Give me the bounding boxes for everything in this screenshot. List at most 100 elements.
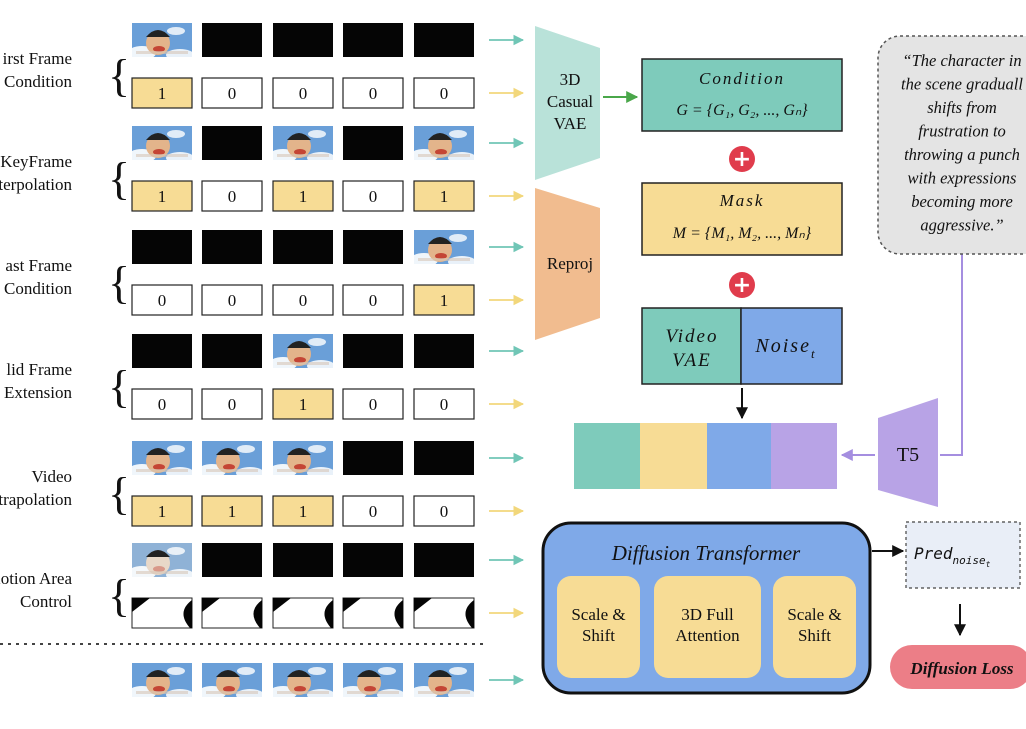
mask-cell-zero: 0 [342,284,404,316]
video-frame-thumbnail [128,543,194,581]
black-frame [273,23,333,57]
mask-value: 0 [440,84,449,103]
reproj-trapezoid [535,188,600,340]
mask-value: 0 [369,187,378,206]
video-frame-thumbnail [128,441,194,479]
black-frame [202,334,262,368]
prompt-line: shifts from [927,98,997,117]
brace-symbol: { [108,50,130,101]
output-frames [128,663,525,701]
video-frame-thumbnail [410,126,476,164]
prompt-line: with expressions [908,169,1017,188]
row-label-line: lotion Area [0,569,72,588]
condition-rect [641,58,843,132]
black-frame [343,334,403,368]
prompt-line: “The character in [902,51,1021,70]
t5-label: T5 [897,444,919,466]
row-label-line: terpolation [0,175,72,194]
prompt-line: the scene graduall [901,75,1023,94]
video-frame-thumbnail [269,663,335,701]
mask-cell-zero: 0 [272,77,334,109]
mask-cell-one: 1 [272,495,334,527]
transformer-block: Scale &Shift [773,576,856,678]
pred-box: Prednoiset [905,521,1021,589]
mask-cell-one: 1 [131,180,193,212]
vae-encoder: 3D Casual VAE [535,26,600,180]
row-label-line: Condition [4,279,73,298]
black-frame [343,126,403,160]
token-purple [771,423,837,489]
mask-cell-one: 1 [201,495,263,527]
vae-trapezoid [535,26,600,180]
mask-cell-zero: 0 [342,388,404,420]
mask-value: 0 [228,395,237,414]
mask-cell-one: 1 [413,284,475,316]
brace-symbol: { [108,361,130,412]
mask-value: 0 [299,84,308,103]
video-frame-thumbnail [128,663,194,701]
mask-value: 0 [228,187,237,206]
mask-value: 0 [158,395,167,414]
token-teal [574,423,640,489]
brace-symbol: { [108,257,130,308]
black-frame [132,230,192,264]
token-bar [574,423,837,489]
row-label-line: irst Frame [3,49,72,68]
mask-rect [641,182,843,256]
black-frame [414,543,474,577]
black-frame [202,23,262,57]
mask-value: 0 [228,291,237,310]
mask-value: 1 [299,502,308,521]
prompt-line: becoming more [911,192,1013,211]
video-frame-thumbnail [198,663,264,701]
mask-value: 0 [158,291,167,310]
latent-box: Video VAE Noiset [641,307,843,385]
loss-pill [890,645,1026,689]
mask-value: 0 [369,291,378,310]
mask-value: 0 [369,395,378,414]
video-frame-thumbnail [269,441,335,479]
video-frame-thumbnail [410,230,476,268]
mask-value: 1 [158,187,167,206]
black-frame [202,543,262,577]
mask-cell-one: 1 [413,180,475,212]
black-frame [343,441,403,475]
mask-value: 1 [440,291,449,310]
mask-cell-zero: 0 [201,77,263,109]
prompt-line: frustration to [918,122,1006,141]
black-frame [343,230,403,264]
mask-value: 1 [299,395,308,414]
video-vae-line-1: Video [666,326,719,347]
mask-cell-zero: 0 [342,180,404,212]
row-label-line: lid Frame [6,360,72,379]
video-frame-thumbnail [410,663,476,701]
loss-label: Diffusion Loss [909,659,1014,678]
mask-cell-one: 1 [272,388,334,420]
mask-cell-zero: 0 [201,180,263,212]
token-yellow [640,423,707,489]
mask-value: 0 [440,502,449,521]
mask-shape-cell [272,597,334,629]
mask-title: Mask [719,191,765,210]
plus-symbol: + [733,273,751,298]
row-label-line: Video [31,467,72,486]
row-label-line: Extension [4,383,72,402]
mask-shape-cell [413,597,475,629]
reproj-encoder: Reproj [535,188,600,340]
mask-value: 1 [158,84,167,103]
mask-value: 1 [228,502,237,521]
transformer-block: Scale &Shift [557,576,640,678]
mask-value: 1 [299,187,308,206]
token-blue [707,423,771,489]
mask-cell-zero: 0 [413,495,475,527]
vae-label-line-1: 3D [560,70,581,89]
brace-symbol: { [108,153,130,204]
mask-formula: M = {M₁, M₂, ..., Mₙ} [672,225,812,242]
video-frame-thumbnail [198,441,264,479]
